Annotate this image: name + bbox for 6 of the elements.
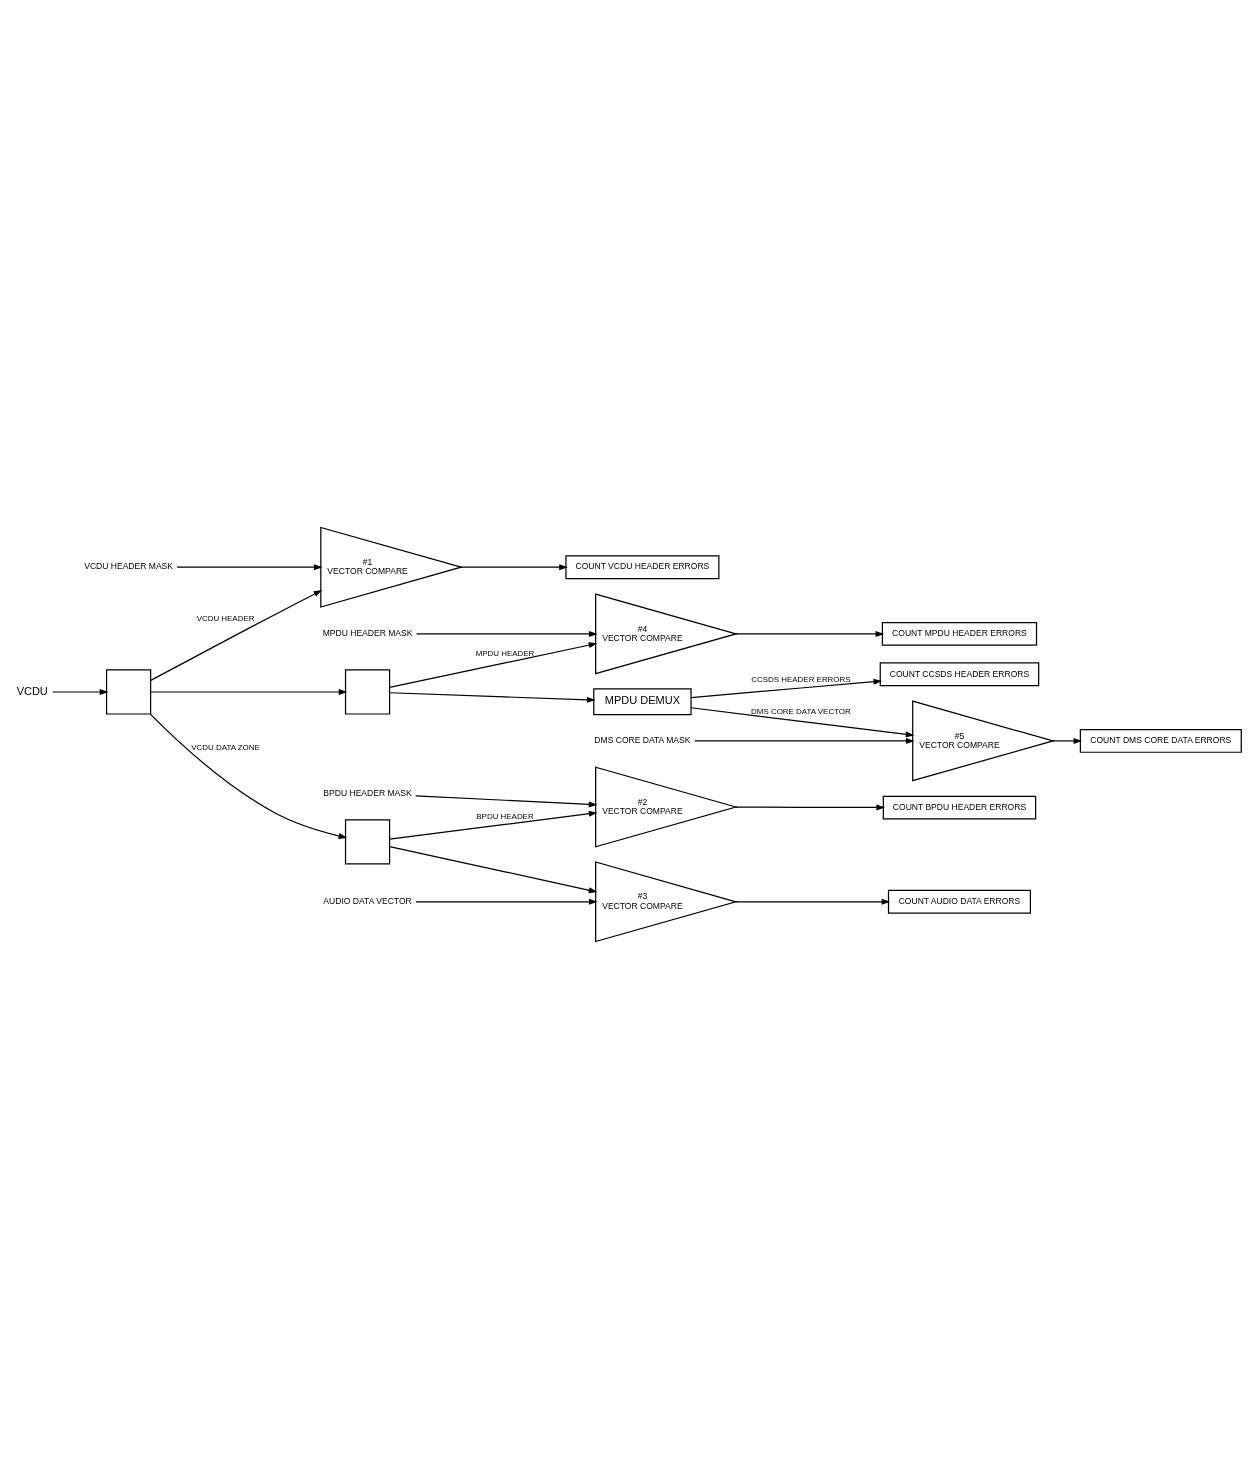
node-text: MPDU HEADER MASK <box>322 627 413 638</box>
node-text: DMS CORE DATA MASK <box>594 734 691 745</box>
node-text: VCDU HEADER MASK <box>84 560 173 571</box>
node-text: AUDIO DATA VECTOR <box>323 895 412 906</box>
node-text: BPDU HEADER MASK <box>323 787 412 798</box>
node-text: VCDU <box>16 684 48 697</box>
